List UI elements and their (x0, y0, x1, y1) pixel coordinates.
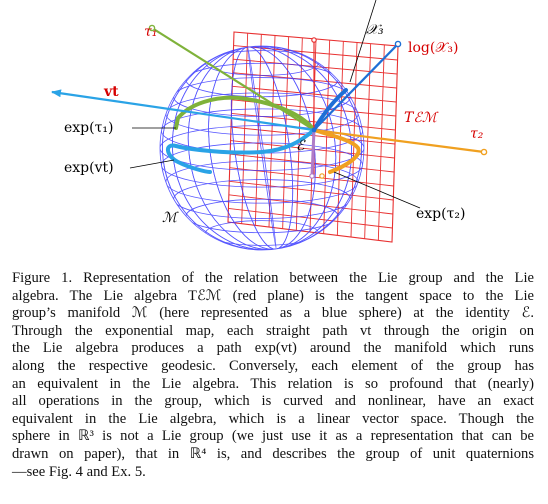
caption-line: Through the exponential map, each straig… (12, 322, 534, 339)
caption-line: the Lie algebra produces a path exp(vt) … (12, 340, 534, 357)
lie-group-diagram: τ₁ vt exp(τ₁) exp(vt) ℳ ℰ 𝒳₃ log(𝒳₃) Tℰℳ… (51, 0, 488, 251)
vt-path (51, 89, 316, 174)
x3-label: 𝒳₃ (366, 22, 384, 38)
caption-line: drawn on paper), that in ℝ⁴ is, and desc… (12, 445, 534, 462)
x3-path (309, 37, 402, 179)
exp-vt-label: exp(vt) (64, 160, 114, 176)
caption-line: algebra. The Lie algebra Tℰℳ (red plane)… (12, 287, 534, 304)
caption-line: group’s manifold ℳ (here represented as … (12, 305, 534, 322)
caption-line: an equivalent in the Lie algebra. This r… (12, 375, 534, 392)
caption-line: equivalent in the Lie algebra, which is … (12, 410, 534, 427)
caption-line: —see Fig. 4 and Ex. 5. (12, 463, 146, 480)
exp-tau1-label: exp(τ₁) (64, 120, 113, 136)
log-x3-label: log(𝒳₃) (408, 40, 458, 56)
vt-label: vt (103, 84, 119, 100)
tau1-path (148, 24, 316, 132)
tau2-label: τ₂ (470, 126, 484, 142)
tau1-label: τ₁ (144, 24, 157, 40)
caption-line: all operations in the group, which is cu… (12, 393, 534, 410)
identity-label: ℰ (296, 138, 306, 154)
caption-line: along the respective geodesic. Conversel… (12, 357, 534, 374)
tangent-space-label: Tℰℳ (404, 110, 439, 126)
tau2-path (312, 128, 488, 174)
exp-tau2-label: exp(τ₂) (416, 206, 465, 222)
figure-caption: Figure 1. Representation of the relation… (12, 270, 534, 481)
figure: τ₁ vt exp(τ₁) exp(vt) ℳ ℰ 𝒳₃ log(𝒳₃) Tℰℳ… (51, 0, 488, 251)
caption-line: Figure 1. Representation of the relation… (12, 270, 534, 286)
manifold-label: ℳ (162, 210, 179, 226)
caption-line: sphere in ℝ³ is not a Lie group (we just… (12, 428, 534, 445)
leader-lines (129, 0, 421, 209)
